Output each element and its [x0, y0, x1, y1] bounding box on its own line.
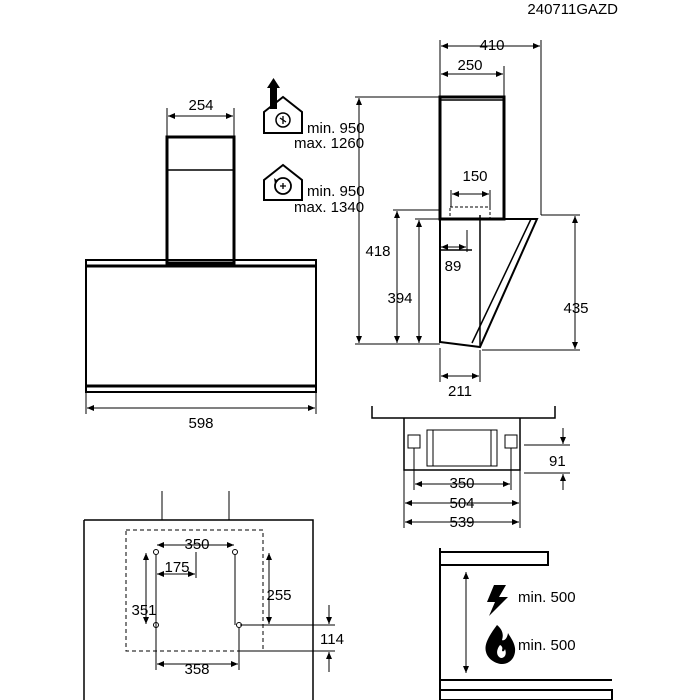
clearance-view: min. 500 min. 500	[439, 548, 613, 700]
dim-418: 418	[365, 243, 390, 260]
chimney-side	[438, 95, 506, 221]
clearance-electric: min. 500	[518, 589, 576, 606]
top-view: 91 350 504 539	[371, 406, 570, 531]
outlet-min: min. 950	[307, 120, 365, 137]
ducted-extraction-icon	[263, 78, 303, 134]
hood-body-front	[85, 259, 317, 393]
gas-flame-icon	[485, 625, 516, 664]
dim-211: 211	[448, 383, 472, 400]
recirc-max: max. 1340	[294, 199, 364, 216]
dim-91: 91	[549, 453, 566, 470]
dim-598: 598	[188, 415, 213, 432]
chimney-front	[165, 135, 236, 265]
dim-351: 351	[131, 602, 156, 619]
recirc-min: min. 950	[307, 183, 365, 200]
dim-394: 394	[387, 290, 412, 307]
dim-435: 435	[563, 300, 588, 317]
dim-358: 358	[184, 661, 209, 678]
mount-hole	[153, 549, 159, 555]
dim-114: 114	[320, 631, 344, 648]
product-code: 240711GAZD	[527, 1, 618, 18]
dim-350-mount: 350	[184, 536, 209, 553]
recirculation-icon	[263, 163, 303, 201]
dim-539: 539	[449, 514, 474, 531]
dim-150: 150	[462, 168, 487, 185]
dim-255: 255	[266, 587, 291, 604]
dim-175: 175	[164, 559, 189, 576]
front-view: 254 598	[85, 97, 317, 432]
mount-hole	[232, 549, 238, 555]
mounting-view: 350 175 255 351 114 358	[83, 491, 344, 700]
dim-254: 254	[188, 97, 213, 114]
clearance-gas: min. 500	[518, 637, 576, 654]
dim-410: 410	[479, 37, 504, 54]
electric-hob-icon	[487, 585, 508, 616]
dim-250: 250	[457, 57, 482, 74]
outlet-max: max. 1260	[294, 135, 364, 152]
dim-350-top: 350	[449, 475, 474, 492]
dim-89: 89	[445, 258, 462, 275]
side-view: 410 250 150 89 418 394 435 211	[355, 37, 589, 400]
dim-504: 504	[449, 495, 474, 512]
